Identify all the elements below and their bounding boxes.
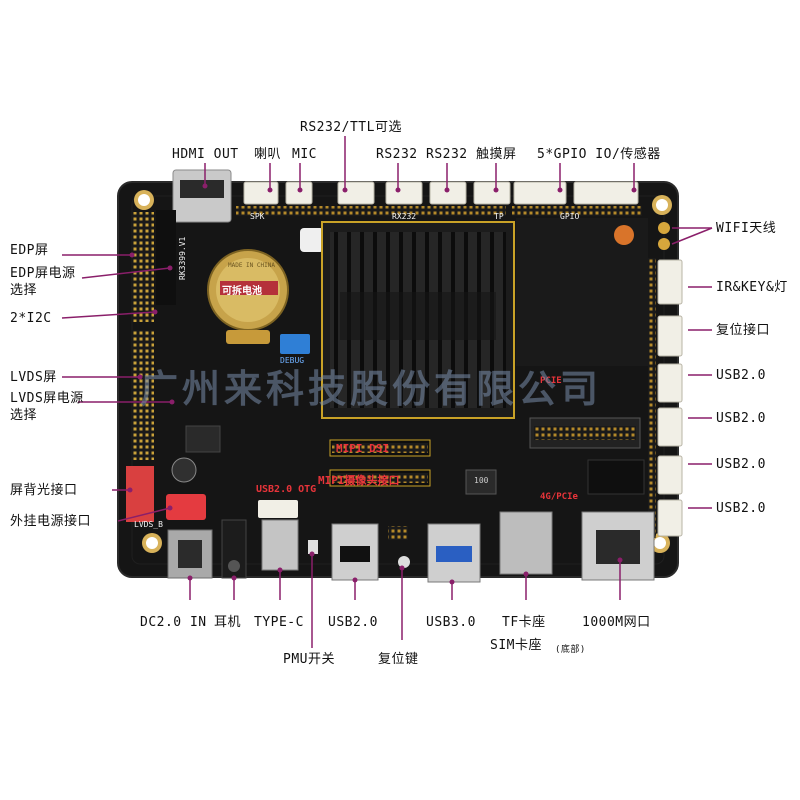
board-model-silk: RK3399.V1 <box>178 236 187 280</box>
label-earphone: 耳机 <box>214 615 242 630</box>
label-ir-key: IR&KEY&灯 <box>716 280 788 295</box>
label-reset-port: 复位接口 <box>716 323 771 338</box>
mipi-dsi-silk: MIPI DSI <box>336 442 389 455</box>
lvds-header <box>132 330 154 460</box>
label-speaker: 喇叭 <box>254 147 282 162</box>
label-ext-power: 外挂电源接口 <box>10 514 92 529</box>
label-i2c: 2*I2C <box>10 311 52 326</box>
inductor-silk: 100 <box>474 476 489 485</box>
label-mic: MIC <box>292 147 317 162</box>
label-usb-bottom: USB2.0 <box>328 615 378 630</box>
tf-slot <box>499 511 553 575</box>
label-hdmi-out: HDMI OUT <box>172 147 239 162</box>
label-edp-power-select: 选择 <box>10 283 38 298</box>
label-edp-power: EDP屏电源 <box>10 266 76 281</box>
pcie-4g-silk: 4G/PCIe <box>540 492 578 502</box>
label-usb-right-4: USB2.0 <box>716 501 766 516</box>
battery-silk: 可拆电池 <box>222 286 262 297</box>
label-usb-right-2: USB2.0 <box>716 411 766 426</box>
watermark: 广州来科技股份有限公司 <box>140 367 603 411</box>
label-sim-note: (底部) <box>555 645 586 655</box>
label-gpio: 5*GPIO IO/传感器 <box>537 147 661 162</box>
label-usb-right-1: USB2.0 <box>716 368 766 383</box>
label-dc-in: DC2.0 IN <box>140 615 207 630</box>
label-lvds-power-select: 选择 <box>10 408 38 423</box>
pcie-silk: PCIE <box>540 376 562 386</box>
label-touch: 触摸屏 <box>476 147 517 162</box>
label-rs232-b: RS232 <box>426 147 468 162</box>
battery-brand-silk: MADE IN CHINA <box>228 262 275 269</box>
earphone-jack <box>221 519 247 579</box>
rx232-silk: RX232 <box>392 212 417 221</box>
label-lvds-power: LVDS屏电源 <box>10 391 84 406</box>
debug-connector <box>280 334 310 354</box>
mipi-cam-silk: MIPI摄像头接口 <box>318 474 400 487</box>
debug-silk: DEBUG <box>280 356 305 365</box>
label-rs232-ttl: RS232/TTL可选 <box>300 120 402 135</box>
ext-power-connector <box>166 494 206 520</box>
label-backlight: 屏背光接口 <box>10 483 78 498</box>
edp-header <box>132 212 154 322</box>
spk-silk: SPK <box>250 212 265 221</box>
lvds-b-silk: LVDS_B <box>134 520 163 529</box>
usb-otg-silk: USB2.0 OTG <box>256 484 317 495</box>
callout-lines <box>61 136 713 648</box>
label-tf: TF卡座 <box>502 615 546 630</box>
label-wifi: WIFI天线 <box>716 221 777 236</box>
label-usb-right-3: USB2.0 <box>716 457 766 472</box>
gpio-silk: GPIO <box>560 212 580 221</box>
label-usb3: USB3.0 <box>426 615 476 630</box>
right-connectors <box>657 259 683 537</box>
typec-port <box>261 519 299 571</box>
tp-silk: TP <box>494 212 504 221</box>
top-connectors <box>243 181 639 205</box>
label-edp: EDP屏 <box>10 243 49 258</box>
label-lan: 1000M网口 <box>582 615 651 630</box>
label-lvds: LVDS屏 <box>10 370 57 385</box>
label-rs232-a: RS232 <box>376 147 418 162</box>
label-typec: TYPE-C <box>254 615 304 630</box>
label-reset-key: 复位键 <box>378 652 419 667</box>
label-sim: SIM卡座 <box>490 638 542 653</box>
label-pmu: PMU开关 <box>283 652 335 667</box>
